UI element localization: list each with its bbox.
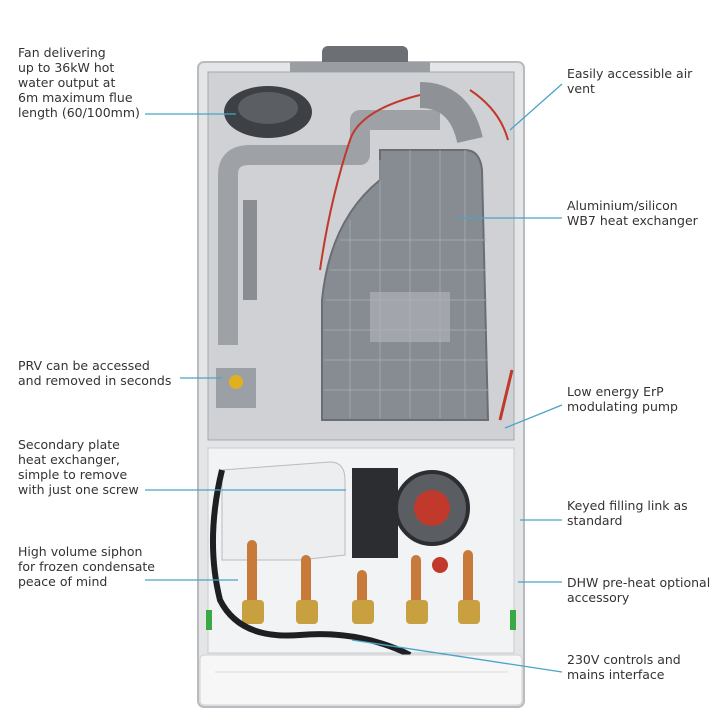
air-pipe	[218, 110, 440, 345]
callout-filling-link: Keyed filling link as standard	[567, 498, 688, 528]
leader-controls	[351, 639, 563, 673]
callout-siphon: High volume siphon for frozen condensate…	[18, 544, 155, 589]
callout-air-vent: Easily accessible air vent	[567, 66, 693, 96]
callout-heat-exchanger: Aluminium/silicon WB7 heat exchanger	[567, 198, 698, 228]
callout-controls: 230V controls and mains interface	[567, 652, 681, 682]
callout-fan: Fan delivering up to 36kW hot water outp…	[18, 45, 140, 120]
callout-dhw: DHW pre-heat optional accessory	[567, 575, 711, 605]
callout-prv: PRV can be accessed and removed in secon…	[18, 358, 172, 388]
leader-air-vent	[509, 83, 563, 131]
callout-pump: Low energy ErP modulating pump	[567, 384, 678, 414]
pump-body	[352, 468, 398, 558]
heat-exchanger	[321, 149, 490, 421]
siphon-tank	[221, 461, 346, 561]
callout-secondary-hex: Secondary plate heat exchanger, simple t…	[18, 437, 139, 497]
control-panel	[199, 654, 523, 706]
leader-pump	[504, 404, 563, 429]
condensate-hose	[210, 469, 412, 658]
